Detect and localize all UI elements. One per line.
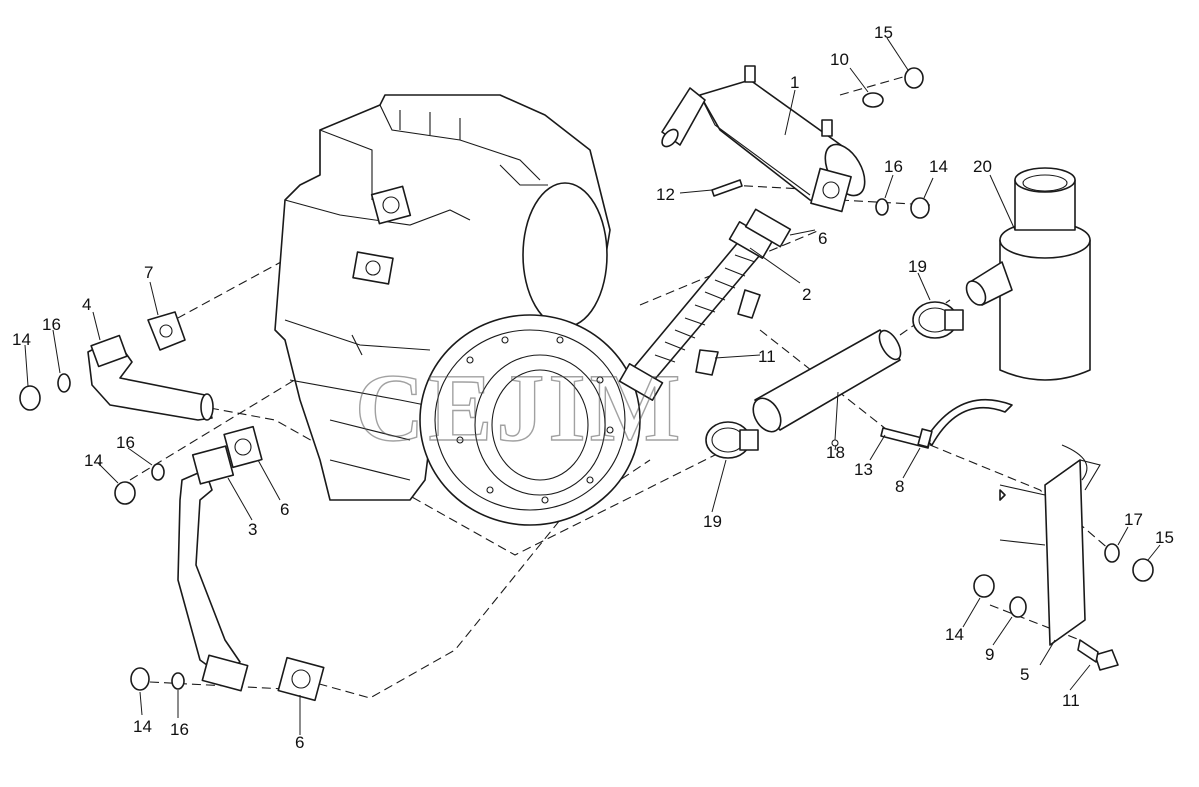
flexible-pipe	[618, 208, 792, 401]
bolts-upper	[695, 179, 761, 376]
callout-11-lower: 11	[1062, 691, 1080, 710]
bracket-assembly	[880, 398, 1101, 646]
callout-16-bottom: 16	[170, 720, 189, 739]
callout-6-lower-left: 6	[280, 500, 289, 519]
callout-14-right: 14	[945, 625, 964, 644]
callout-19-lower: 19	[703, 512, 722, 531]
lower-exhaust-pipe	[177, 425, 325, 702]
callout-10: 10	[830, 50, 849, 69]
callout-6-upper: 6	[818, 229, 827, 248]
callout-19-upper: 19	[908, 257, 927, 276]
callout-8: 8	[895, 477, 904, 496]
callout-16-upper: 16	[884, 157, 903, 176]
callout-13: 13	[854, 460, 873, 479]
fasteners-upper-right	[862, 67, 930, 219]
callout-18: 18	[826, 443, 845, 462]
callout-11-upper: 11	[758, 347, 776, 366]
callout-17: 17	[1124, 510, 1143, 529]
callout-14-bottom: 14	[133, 717, 152, 736]
fasteners-left	[19, 373, 185, 691]
callout-15-lower: 15	[1155, 528, 1174, 547]
callout-5: 5	[1020, 665, 1029, 684]
exhaust-elbow	[87, 311, 214, 421]
callout-1: 1	[790, 73, 799, 92]
callout-15-upper: 15	[874, 23, 893, 42]
air-filter	[965, 167, 1091, 381]
callout-14-left: 14	[12, 330, 31, 349]
callout-20: 20	[973, 157, 992, 176]
callout-4: 4	[82, 295, 91, 314]
callout-16-middle: 16	[116, 433, 135, 452]
callout-14-upper: 14	[929, 157, 948, 176]
callout-9: 9	[985, 645, 994, 664]
callout-16-left: 16	[42, 315, 61, 334]
callout-3: 3	[248, 520, 257, 539]
callout-leaders	[24, 37, 1161, 735]
callout-labels: 1 2 3 4 5 6 6 6 7 8 9 10 11 11 12 13 14 …	[12, 23, 1174, 752]
fasteners-right	[973, 543, 1154, 671]
callout-6-bottom: 6	[295, 733, 304, 752]
muffler	[661, 65, 866, 213]
watermark: CEJIM	[355, 354, 684, 461]
intake-hose	[705, 301, 964, 459]
callout-2: 2	[802, 285, 811, 304]
callout-7: 7	[144, 263, 153, 282]
callout-12: 12	[656, 185, 675, 204]
engine-block	[274, 94, 641, 526]
callout-14-middle: 14	[84, 451, 103, 470]
